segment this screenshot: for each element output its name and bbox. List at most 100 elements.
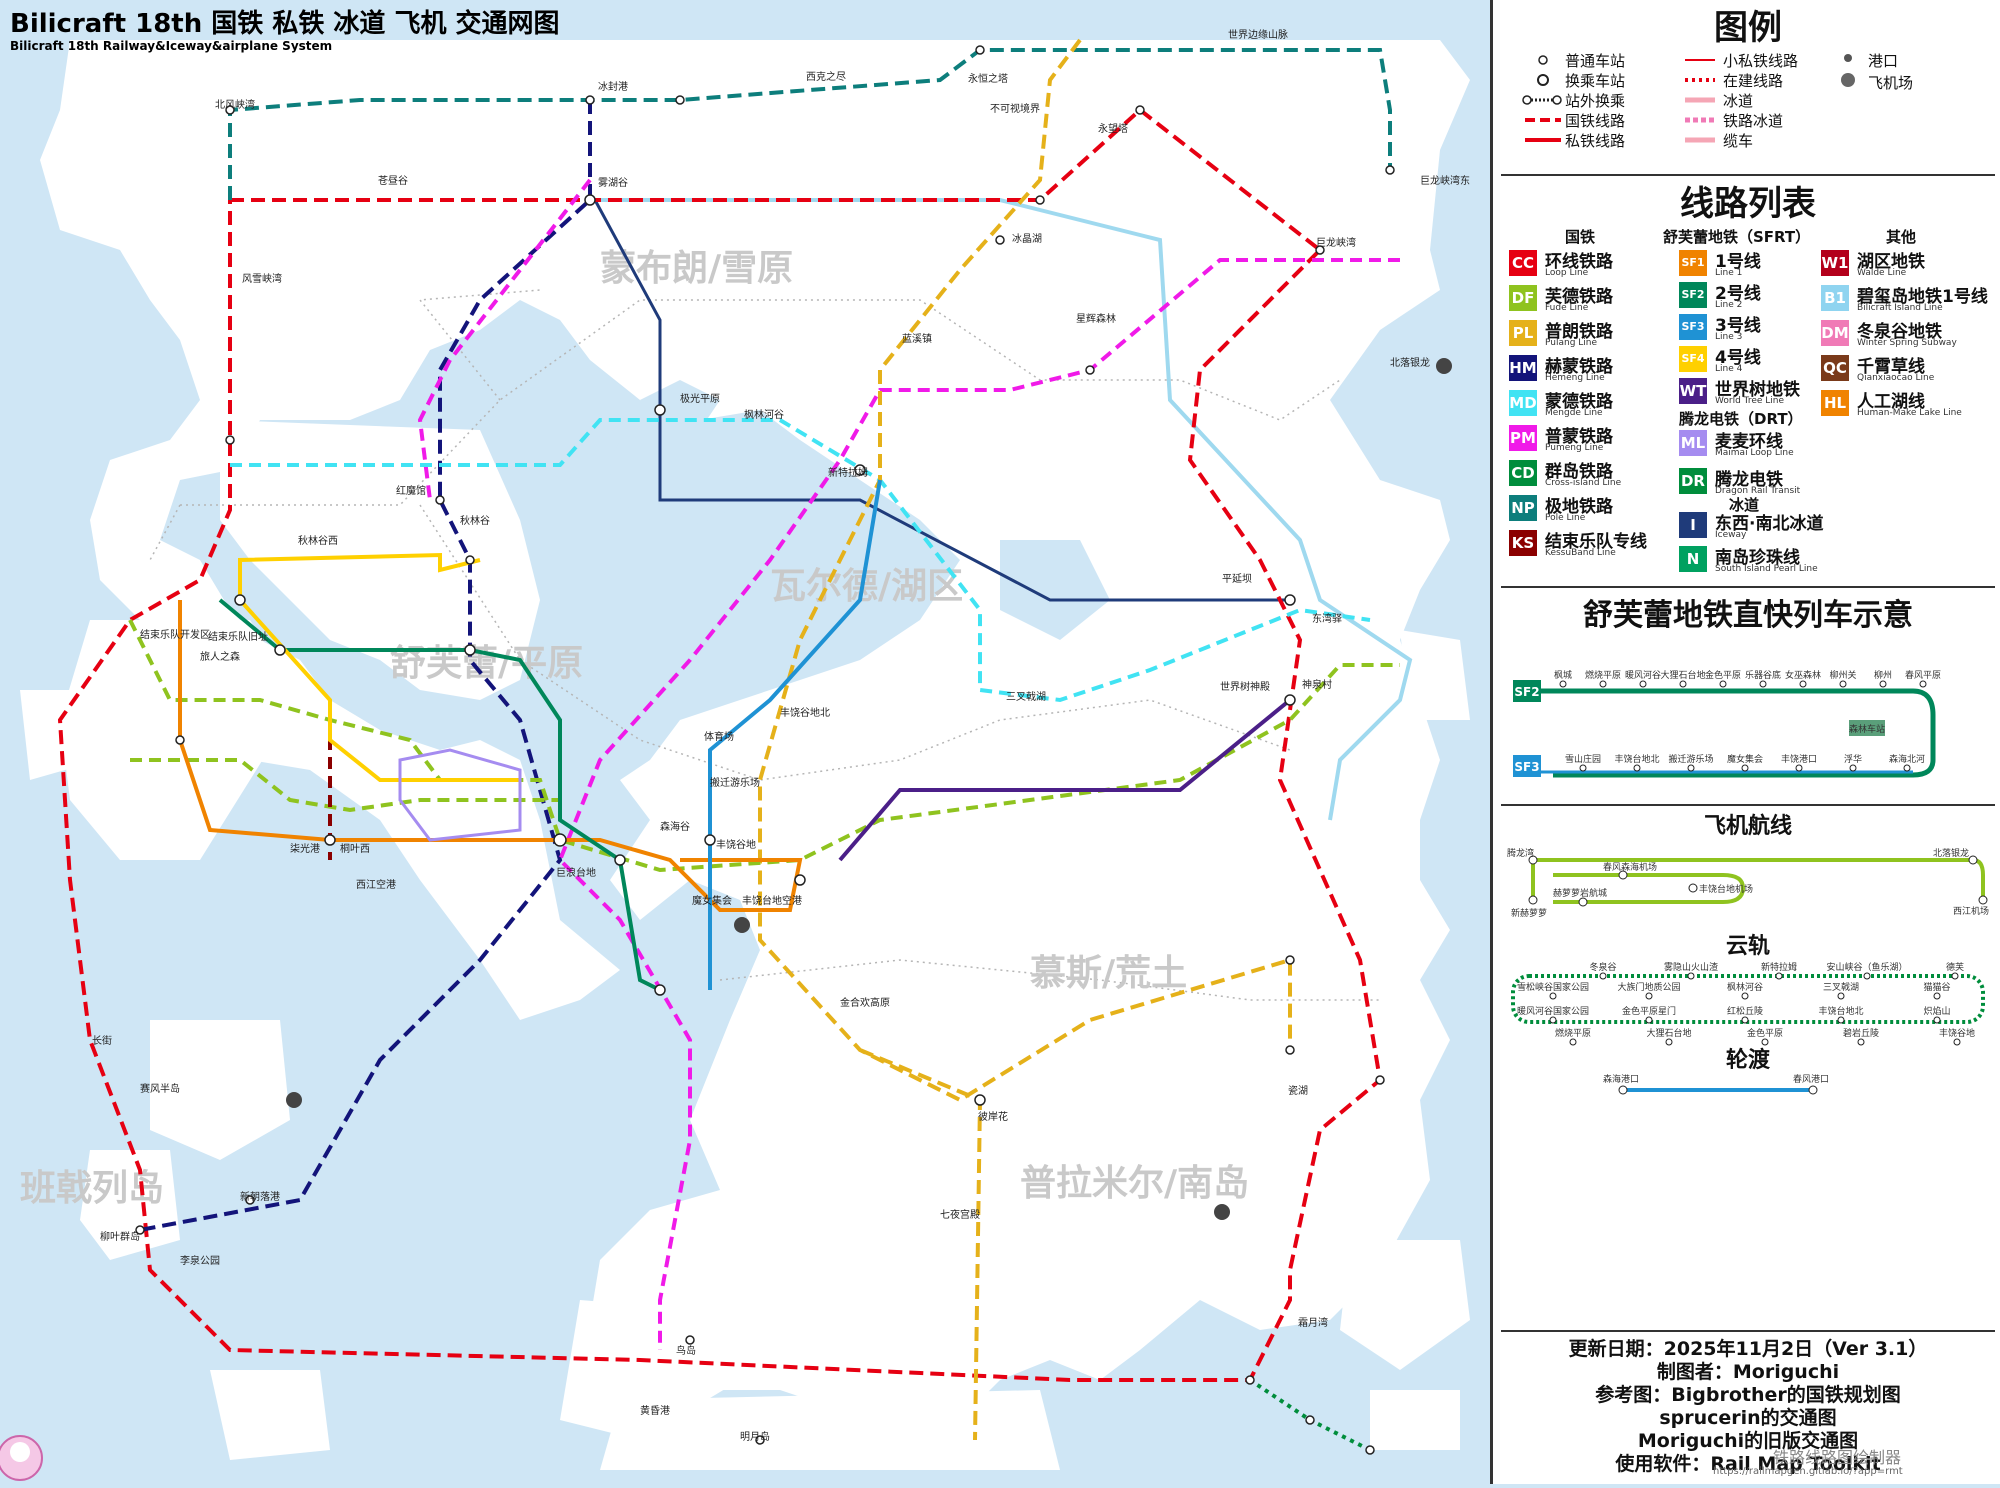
cloud-station-dot [1665,1038,1673,1046]
express-station-dot [1795,764,1803,772]
cloud-station-dot [1569,1038,1577,1046]
line-name-en: Line 2 [1715,300,1743,310]
express-station-dot [1849,764,1857,772]
map-canvas[interactable]: 蒙布朗/雪原 舒芙蕾/平原 瓦尔德/湖区 慕斯/荒土 普拉米尔/南岛 班戟列岛 [0,0,1490,1484]
line-md [230,418,1371,703]
station-label: 秋林谷西 [298,534,338,547]
update-author: 制图者：Moriguchi [1656,1361,1840,1383]
legend-item: 飞机场 [1868,74,1914,92]
station-label: 永望塔 [1098,122,1128,135]
svg-text:北落银龙: 北落银龙 [1933,847,1969,859]
watermark-link[interactable]: https://railmapgen.gitlab.io/?app=rmt [1713,1466,1903,1477]
express-station: 大狸石台地 [1660,669,1705,681]
line-name-en: Line 3 [1715,332,1743,342]
station-label: 巨浪台地 [556,866,596,879]
express-title: 舒芙蕾地铁直快列车示意 [1583,598,1913,633]
line-name: 1号线 [1715,252,1761,272]
express-station-dot [1741,764,1749,772]
cloud-station-dot [1761,1038,1769,1046]
cloud-station: 猫猫谷 [1923,981,1950,993]
express-station-dot [1579,764,1587,772]
line-badge: NP [1509,495,1537,521]
line-badge: PM [1509,425,1537,451]
region-label: 蒙布朗/雪原 [600,248,793,289]
station-label: 苍昼谷 [378,174,408,187]
station-label: 冰封港 [598,80,628,93]
cloud-station-dot [1741,1016,1749,1024]
cloud-station-dot [1549,992,1557,1000]
cloud-station: 枫林河谷 [1727,981,1763,993]
cloud-station-dot [1741,992,1749,1000]
cloud-station-dot [1933,992,1941,1000]
transit-map[interactable]: 蒙布朗/雪原 舒芙蕾/平原 瓦尔德/湖区 慕斯/荒土 普拉米尔/南岛 班戟列岛 [0,0,1490,1484]
express-station-dot [1799,680,1807,688]
station-label: 体育场 [704,730,734,743]
flights-title: 飞机航线 [1703,814,1792,839]
line-sf3 [708,479,882,990]
region-boundaries [149,289,1380,1001]
legend-item: 在建线路 [1723,72,1784,90]
col-head: 舒芙蕾地铁（SFRT） [1663,228,1811,246]
station-label: 搬迁游乐场 [710,776,760,789]
line-badge: N [1679,546,1707,572]
line-list-title: 线路列表 [1680,184,1816,224]
update-info: 更新日期：2025年11月2日（Ver 3.1） 制图者：Moriguchi 参… [1493,1338,2000,1476]
map-title: Bilicraft 18th 国铁 私铁 冰道 飞机 交通网图 [10,8,560,39]
station-label: 瓷湖 [1288,1084,1308,1097]
line-name-en: Pumeng Line [1545,443,1604,453]
express-sf2-stations: 枫城燃烧平原暖风河谷大狸石台地金色平原乐器谷底女巫森林柳州关柳州春风平原 [1554,669,1941,688]
express-sf3-stations: 雪山庄园丰饶台地北搬迁游乐场魔女集会丰饶港口浮华森海北河 [1565,753,1925,772]
update-ref: sprucerin的交通图 [1659,1407,1837,1429]
line-name-en: Line 4 [1715,364,1743,374]
station-label: 平延坝 [1222,573,1252,585]
line-ml [398,748,522,842]
line-name: 赫蒙铁路 [1545,357,1613,377]
station-label: 世界树神殿 [1220,680,1270,693]
line-badge: PL [1509,320,1537,346]
station-label: 鸟岛 [676,1344,696,1357]
svg-text:新赫萝萝: 新赫萝萝 [1511,907,1547,919]
station-label: 星辉森林 [1076,312,1116,325]
station-label: 风雪峡湾 [242,272,282,285]
legend-item: 小私铁线路 [1723,52,1799,70]
update-date: 更新日期：2025年11月2日（Ver 3.1） [1568,1338,1928,1360]
line-name: 麦麦环线 [1715,432,1783,452]
express-station: 丰饶港口 [1781,753,1817,765]
legend-item: 普通车站 [1565,52,1626,70]
line-sf2 [218,598,661,992]
express-station: 魔女集会 [1727,753,1763,765]
svg-text:春风港口: 春风港口 [1793,1073,1829,1085]
cloud-station-dot [1857,1038,1865,1046]
line-wt [838,698,1292,862]
cloud-station-dot [1953,1038,1961,1046]
express-station: 乐器谷底 [1745,669,1781,681]
svg-text:春风森海机场: 春风森海机场 [1603,861,1657,873]
express-station-dot [1759,680,1767,688]
express-station-dot [1599,680,1607,688]
line-badge: SF2 [1679,282,1707,308]
express-station-dot [1633,764,1641,772]
station-label: 森海谷 [660,820,690,833]
cloud-station: 雾隐山火山渣 [1664,961,1718,973]
line-sf1 [178,600,803,912]
station-label: 丰饶谷地北 [780,706,830,719]
station-label: 旅人之森 [200,650,240,663]
legend-item: 港口 [1868,52,1899,70]
cloud-station-dot [1933,1016,1941,1024]
legend-title: 图例 [1714,8,1782,48]
cloud-station-dot [1863,972,1871,980]
station-label: 柳叶群岛 [100,1230,140,1243]
cloud-title: 云轨 [1725,934,1770,959]
station-label: 东湾驿 [1312,612,1342,625]
region-label: 普拉米尔/南岛 [1020,1163,1249,1204]
express-station: 女巫森林 [1785,669,1821,681]
svg-text:森林车站: 森林车站 [1849,723,1885,735]
line-name: 冬泉谷地铁 [1857,322,1942,342]
legend-item: 站外换乘 [1565,92,1626,110]
update-software: 使用软件：Rail Map Toolkit [1615,1453,1881,1475]
station-label: 桐叶西 [340,842,370,855]
station-label: 神泉村 [1302,678,1332,691]
station-label: 柒光港 [290,842,320,855]
line-cc [57,107,1383,1382]
region-label: 慕斯/荒土 [1030,953,1187,994]
